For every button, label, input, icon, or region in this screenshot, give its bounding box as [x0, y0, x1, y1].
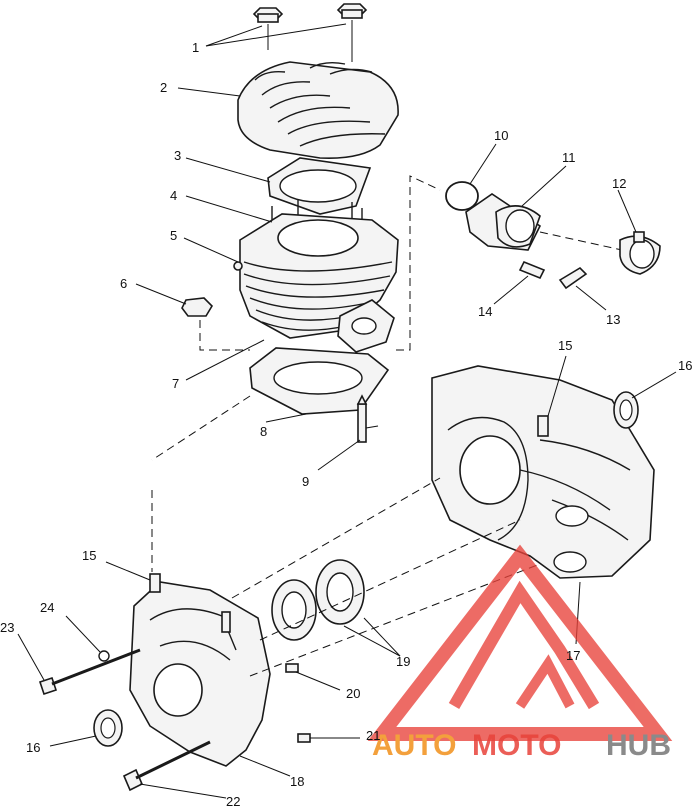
callout-2: 2	[160, 80, 167, 95]
callout-15-right: 15	[558, 338, 572, 353]
callout-22: 22	[226, 794, 240, 809]
callout-17: 17	[566, 648, 580, 663]
callout-6: 6	[120, 276, 127, 291]
callout-21: 21	[366, 728, 380, 743]
wordmark-moto: MOTO	[472, 729, 561, 762]
callout-20: 20	[346, 686, 360, 701]
wordmark-auto: AUTO	[372, 729, 456, 762]
logo-g-mark	[515, 654, 575, 709]
callout-4: 4	[170, 188, 177, 203]
callout-24: 24	[40, 600, 54, 615]
logo-triangle	[367, 544, 673, 741]
callout-3: 3	[174, 148, 181, 163]
callout-23: 23	[0, 620, 14, 635]
callout-12: 12	[612, 176, 626, 191]
intake-assembly	[396, 175, 661, 351]
callout-13: 13	[606, 312, 620, 327]
callout-19: 19	[396, 654, 410, 669]
cylinder-head	[237, 61, 399, 160]
crankcase-left-half	[93, 573, 271, 767]
callout-16-right: 16	[678, 358, 692, 373]
crankcase-right-half	[431, 365, 655, 579]
nut-pair	[252, 3, 368, 62]
assembly-guide-lines	[151, 395, 541, 677]
callout-14: 14	[478, 304, 492, 319]
callout-5: 5	[170, 228, 177, 243]
callout-9: 9	[302, 474, 309, 489]
bolts-and-dowels	[38, 648, 311, 792]
wordmark-hub: HUB	[606, 729, 671, 762]
callout-8: 8	[260, 424, 267, 439]
callout-labels: 1 2 3 4 5 6 7 8 9 10 11 12 13 14 15 16 1…	[0, 40, 692, 809]
callout-18: 18	[290, 774, 304, 789]
head-gasket	[267, 157, 372, 215]
bearing-pair	[271, 559, 365, 641]
automotohub-logo	[367, 544, 673, 741]
callout-7: 7	[172, 376, 179, 391]
nut-and-stud	[181, 297, 379, 443]
callout-15-left: 15	[82, 548, 96, 563]
logo-m-mark	[448, 580, 600, 710]
callout-16-left: 16	[26, 740, 40, 755]
callout-10: 10	[494, 128, 508, 143]
base-gasket	[249, 347, 390, 415]
watermark-wordmark: AUTO MOTO HUB	[372, 729, 671, 762]
callout-11: 11	[562, 150, 576, 165]
leader-lines	[17, 23, 677, 799]
callout-1: 1	[192, 40, 199, 55]
cylinder	[233, 200, 399, 353]
